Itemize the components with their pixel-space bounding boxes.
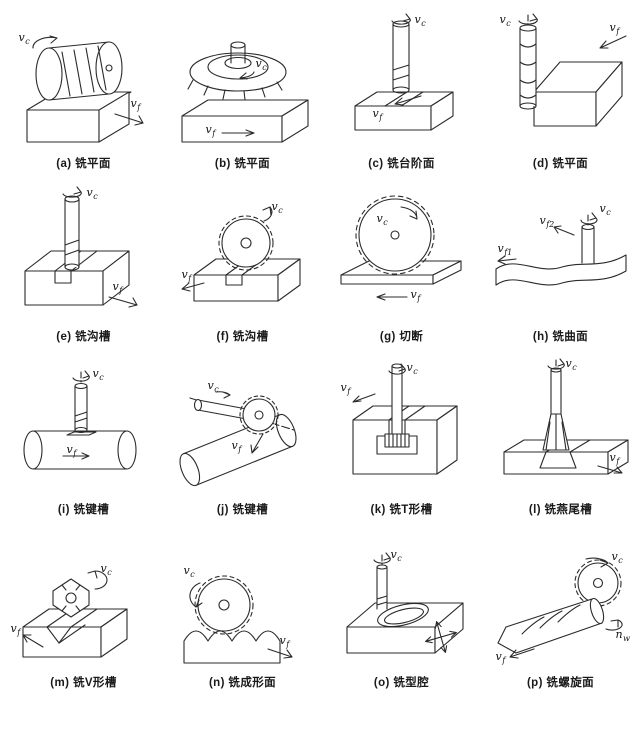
label-vf: vf (279, 634, 290, 650)
end-mill-face-drawing (517, 13, 627, 127)
cut-off-saw-drawing (339, 195, 462, 301)
slab-milling-illustration: vc vf (9, 12, 159, 152)
label-vf: vf (112, 280, 123, 296)
figure-cell-i: vc vf (i) 铣键槽 (4, 358, 163, 517)
v-slot-illustration: vc vf (9, 531, 159, 671)
face-milling-illustration: vc vf (168, 12, 318, 152)
pocket-milling-illustration: vc (327, 531, 477, 671)
figure-cell-h: vc vf2 vf1 (h) 铣曲面 (481, 185, 640, 344)
step-milling-illustration: vc vf (327, 12, 477, 152)
label-vc: vc (390, 548, 402, 564)
figure-cell-o: vc (o) 铣型腔 (322, 531, 481, 690)
curved-surface-drawing (494, 212, 627, 286)
label-vf: vf (10, 622, 21, 638)
figure-caption-f: (f) 铣沟槽 (216, 331, 269, 343)
t-slot-illustration: vc vf (327, 358, 477, 498)
label-vc: vc (376, 212, 388, 228)
slot-end-mill-illustration: vc vf (9, 185, 159, 325)
slot-end-mill-drawing (23, 186, 138, 308)
label-vc: vc (599, 202, 611, 218)
figure-caption-e: (e) 铣沟槽 (56, 331, 111, 343)
figure-cell-p: vc vf nw (p) 铣螺旋面 (481, 531, 640, 690)
label-vc: vc (92, 367, 104, 383)
figure-caption-i: (i) 铣键槽 (57, 504, 110, 516)
figure-caption-j: (j) 铣键槽 (216, 504, 269, 516)
figure-cell-g: vc vf (g) 切断 (322, 185, 481, 344)
step-milling-drawing (353, 13, 454, 131)
figure-cell-m: vc vf (m) 铣V形槽 (4, 531, 163, 690)
label-vc: vc (100, 562, 112, 578)
cut-off-saw-illustration: vc vf (327, 185, 477, 325)
figure-cell-k: vc vf (k) 铣T形槽 (322, 358, 481, 517)
form-milling-drawing (182, 575, 293, 664)
figure-cell-n: vc vf (n) 铣成形面 (163, 531, 322, 690)
helical-milling-illustration: vc vf nw (486, 531, 636, 671)
form-milling-illustration: vc vf (168, 531, 318, 671)
slot-side-cutter-drawing (180, 206, 301, 302)
label-vc: vc (271, 200, 283, 216)
label-vf: vf (495, 650, 506, 666)
figure-cell-e: vc vf (e) 铣沟槽 (4, 185, 163, 344)
figure-cell-f: vc vf (f) 铣沟槽 (163, 185, 322, 344)
dovetail-illustration: vc vf (486, 358, 636, 498)
label-vc: vc (414, 13, 426, 29)
label-vf: vf (181, 268, 192, 284)
figure-cell-b: vc vf (b) 铣平面 (163, 12, 322, 171)
label-vf2: vf2 (539, 214, 555, 230)
keyseat-disc-cutter-illustration: vc vf (168, 358, 318, 498)
label-vc: vc (565, 357, 577, 373)
label-vf: vf (410, 288, 421, 304)
figure-caption-b: (b) 铣平面 (214, 158, 271, 170)
end-mill-face-illustration: vc vf (486, 12, 636, 152)
figure-cell-d: vc vf (d) 铣平面 (481, 12, 640, 171)
curved-surface-illustration: vc vf2 vf1 (486, 185, 636, 325)
t-slot-drawing (351, 363, 458, 475)
slot-side-cutter-illustration: vc vf (168, 185, 318, 325)
figure-caption-c: (c) 铣台阶面 (368, 158, 435, 170)
face-milling-drawing (180, 41, 309, 143)
label-vf: vf (340, 381, 351, 397)
figure-caption-m: (m) 铣V形槽 (50, 677, 117, 689)
pocket-milling-drawing (345, 552, 464, 654)
figure-grid: vc vf (a) 铣平面 vc vf (b) 铣平面 (4, 12, 640, 690)
figure-cell-l: vc vf (l) 铣燕尾槽 (481, 358, 640, 517)
keyseat-end-mill-illustration: vc vf (9, 358, 159, 498)
figure-cell-c: vc vf (c) 铣台阶面 (322, 12, 481, 171)
label-vf: vf (205, 123, 216, 139)
label-vf: vf (372, 107, 383, 123)
label-vc: vc (18, 31, 30, 47)
keyseat-disc-cutter-drawing (178, 391, 297, 487)
dovetail-drawing (502, 358, 629, 475)
figure-caption-a: (a) 铣平面 (56, 158, 111, 170)
label-vc: vc (499, 13, 511, 29)
label-vf: vf (609, 21, 620, 37)
label-vc: vc (183, 564, 195, 580)
label-vc: vc (255, 57, 267, 73)
figure-cell-a: vc vf (a) 铣平面 (4, 12, 163, 171)
label-vf: vf (66, 443, 77, 459)
label-vf: vf (130, 97, 141, 113)
figure-caption-o: (o) 铣型腔 (373, 677, 430, 689)
figure-caption-h: (h) 铣曲面 (532, 331, 589, 343)
label-vc: vc (406, 361, 418, 377)
figure-caption-k: (k) 铣T形槽 (370, 504, 433, 516)
label-nw: nw (615, 628, 630, 644)
label-vc: vc (207, 379, 219, 395)
figure-caption-p: (p) 铣螺旋面 (526, 677, 595, 689)
v-slot-drawing (21, 570, 128, 658)
label-vf: vf (231, 439, 242, 455)
figure-caption-n: (n) 铣成形面 (208, 677, 277, 689)
label-vc: vc (611, 550, 623, 566)
figure-caption-g: (g) 切断 (379, 331, 424, 343)
figure-caption-l: (l) 铣燕尾槽 (528, 504, 593, 516)
keyseat-end-mill-drawing (22, 370, 137, 470)
figure-caption-d: (d) 铣平面 (532, 158, 589, 170)
label-vc: vc (86, 186, 98, 202)
figure-cell-j: vc vf (j) 铣键槽 (163, 358, 322, 517)
label-vf1: vf1 (497, 242, 513, 258)
helical-milling-drawing (496, 557, 623, 659)
label-vf: vf (609, 451, 620, 467)
slab-milling-drawing (25, 35, 144, 143)
